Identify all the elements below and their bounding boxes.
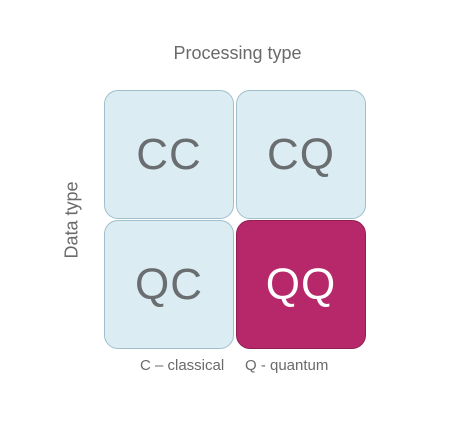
cell-cc-label: CC	[136, 129, 202, 179]
cell-cq-label: CQ	[267, 129, 335, 179]
cell-qc-label: QC	[135, 259, 203, 309]
legend-classical: C – classical	[140, 357, 225, 374]
cell-qq: QQ	[236, 220, 366, 349]
legend-quantum: Q - quantum	[245, 357, 329, 374]
data-type-axis-label: Data type	[61, 181, 82, 259]
cell-qc: QC	[104, 220, 234, 349]
cell-cc: CC	[104, 90, 234, 219]
cell-cq: CQ	[236, 90, 366, 219]
cell-qq-label: QQ	[265, 259, 337, 309]
processing-type-axis-label: Processing type	[173, 43, 302, 63]
